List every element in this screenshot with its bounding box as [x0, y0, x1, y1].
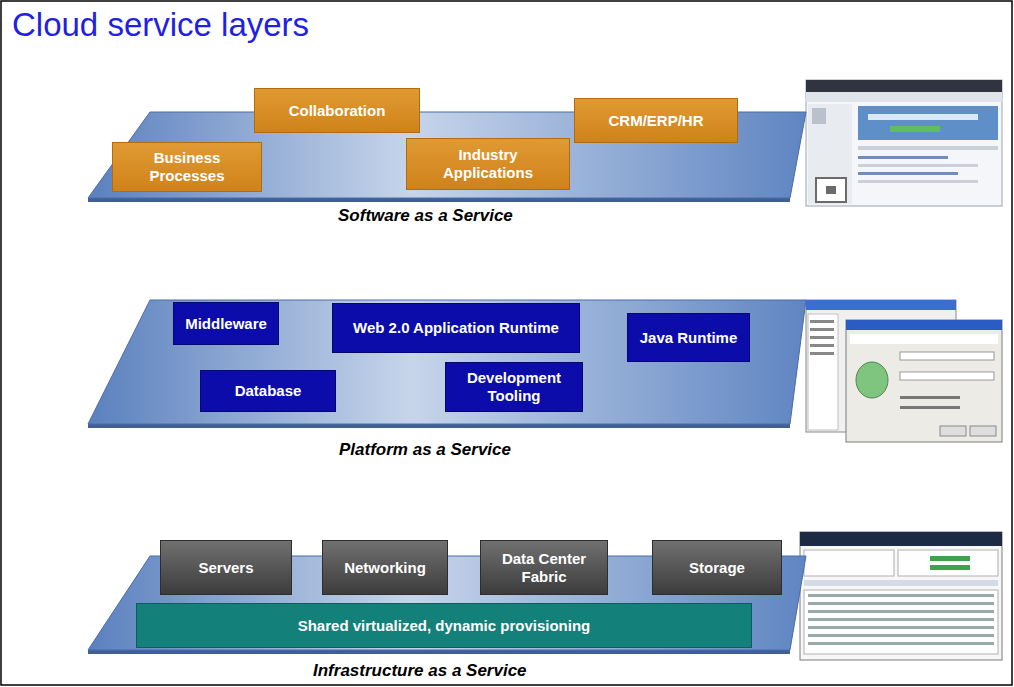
- iaas-box: Networking: [322, 540, 448, 595]
- layer-caption: Software as a Service: [338, 206, 513, 226]
- layer-caption: Platform as a Service: [339, 440, 511, 460]
- box-label: Database: [235, 382, 302, 400]
- paas-screenshot: [806, 300, 1002, 442]
- box-label: Networking: [344, 559, 426, 577]
- saas-box: Collaboration: [254, 88, 420, 133]
- box-label: Servers: [198, 559, 253, 577]
- provisioning-band: Shared virtualized, dynamic provisioning: [136, 603, 752, 648]
- layer-platform: Platform as a Service Middleware Web 2.0 A…: [80, 296, 814, 466]
- box-label: Development Tooling: [452, 369, 576, 405]
- iaas-screenshot: [800, 532, 1002, 660]
- box-label: Web 2.0 Application Runtime: [353, 319, 559, 337]
- paas-box: Development Tooling: [445, 362, 583, 412]
- iaas-box: Servers: [160, 540, 292, 595]
- saas-screenshot: [806, 80, 1002, 206]
- box-label: Shared virtualized, dynamic provisioning: [298, 617, 591, 635]
- page-title: Cloud service layers: [12, 6, 309, 44]
- paas-box: Database: [200, 370, 336, 412]
- box-label: Industry Applications: [413, 146, 563, 182]
- box-label: CRM/ERP/HR: [608, 112, 703, 130]
- box-label: Collaboration: [289, 102, 386, 120]
- paas-box: Java Runtime: [627, 313, 750, 362]
- saas-box: CRM/ERP/HR: [574, 98, 738, 143]
- box-label: Storage: [689, 559, 745, 577]
- saas-box: Business Processes: [112, 142, 262, 192]
- iaas-box: Storage: [652, 540, 782, 595]
- layer-platform: Software as a Service Business Processes C…: [80, 82, 814, 232]
- paas-box: Middleware: [173, 302, 279, 345]
- paas-box: Web 2.0 Application Runtime: [332, 303, 580, 353]
- saas-box: Industry Applications: [406, 138, 570, 190]
- box-label: Java Runtime: [640, 329, 738, 347]
- iaas-box: Data Center Fabric: [480, 540, 608, 595]
- box-label: Data Center Fabric: [487, 550, 601, 586]
- box-label: Business Processes: [119, 149, 255, 185]
- layer-caption: Infrastructure as a Service: [313, 661, 527, 681]
- layer-platform: Infrastructure as a Service Servers Networ…: [80, 530, 814, 685]
- box-label: Middleware: [185, 315, 267, 333]
